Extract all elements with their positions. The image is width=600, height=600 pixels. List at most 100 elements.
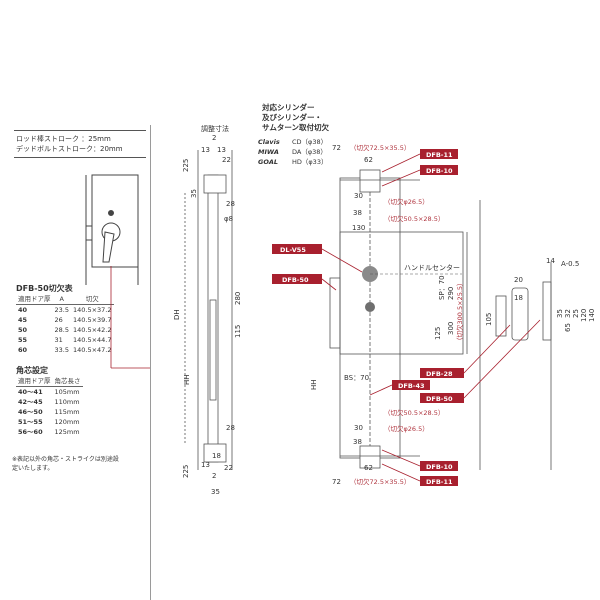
callout-label: DFB-10 [426,167,453,175]
callout-tag [420,393,464,403]
handle-lever [102,231,115,263]
rod-stroke-label: ロッド棒ストローク [16,135,79,143]
callout-tag [420,476,458,486]
cutout-note: （切欠300.5×25.5） [455,279,464,344]
dim-label: 140 [588,309,596,322]
dim-label: SP：70 [438,275,446,300]
strike-box [495,295,507,337]
callout-tag [420,165,458,175]
dim-label: 290 [447,287,455,300]
dim-label: 62 [364,464,373,472]
side-view [184,150,233,470]
side-bottom-bolt [203,443,227,463]
dim-label: 105 [485,313,493,326]
dim-label: 35 [211,488,220,496]
dim-label: 62 [364,156,373,164]
cutout-note: （切欠72.5×35.5） [350,143,410,152]
dim-label: 22 [224,464,233,472]
brand-name: MIWA [258,148,279,156]
dfb50-header-a: A [52,294,71,305]
latch-bolt [85,225,93,241]
deadbolt-stroke-label: デッドボルトストローク [16,145,93,153]
dim-label: 35 [556,309,564,318]
dim-label: φ8 [224,215,233,223]
dim-label: 28 [226,200,235,208]
dim-label: 280 [234,292,242,305]
handle-plate [91,174,139,268]
callout-label: DFB-11 [426,478,453,486]
dim-label: 115 [234,325,242,338]
callout-label: DFB-28 [426,370,453,378]
callout-label: DL-V55 [280,246,306,254]
dim-label: 300 [447,322,455,335]
dim-label: 2 [212,472,216,480]
dim-label: 13 [217,146,226,154]
dim-label: 18 [212,452,221,460]
dim-label: 14 [546,257,555,265]
brand-name: Clavis [258,138,280,146]
footnote: ※表記以外の角芯・ストライクは別途設定いたします。 [12,456,119,472]
cylinder-title-line: 対応シリンダー [262,103,315,112]
adjust-label: 調整寸法 [201,124,229,133]
dim-label: 22 [222,156,231,164]
core-header-door: 適用ドア厚 [16,376,53,387]
callout-label: DFB-50 [426,395,453,403]
dim-label: BS：70 [344,374,369,382]
dim-label: 38 [353,209,362,217]
cutout-note: （切欠φ26.5） [384,197,429,206]
cylinder-title-line: サムターン取付切欠 [262,123,329,132]
brand-name: GOAL [258,158,279,166]
deadbolt-stroke-value: ：20mm [93,145,123,153]
dim-label: 32 [564,309,572,318]
dim-label: 65 [564,323,572,332]
dim-label: 125 [434,327,442,340]
brand-row: MIWA DA（φ38） [258,148,327,157]
brand-model: DA（φ38） [292,148,327,156]
dim-label: 13 [201,461,210,469]
dim-label: 18 [514,294,523,302]
brand-row: Clavis CD（φ38） [258,138,327,147]
callout-tag [272,274,322,284]
dfb50-table-title: DFB-50切欠表 [16,284,73,293]
dfb50-header-cut: 切欠 [70,294,114,305]
cylinder-title: 対応シリンダー 及びシリンダー・ サムターン取付切欠 [262,103,329,133]
dim-label: 35 [190,189,198,198]
stroke-info-box: ロッド棒ストローク ：25mm デッドボルトストローク：20mm [14,130,146,158]
callout-tag [420,368,464,378]
cutout-note: （切欠50.5×28.5） [384,214,444,223]
side-lock-case [209,299,217,401]
dim-label: 30 [354,192,363,200]
callout-tag [420,461,458,471]
callout-label: DFB-10 [426,463,453,471]
callout-label: DFB-43 [398,382,425,390]
cylinder-title-line: 及びシリンダー・ [262,113,322,122]
cylinder-dot [108,210,114,216]
core-header-length: 角芯長さ [52,376,83,387]
dim-label: HH [183,374,191,385]
brand-model: CD（φ38） [292,138,328,146]
dim-label: 2 [212,134,216,142]
dim-label: 25 [572,309,580,318]
dim-label: 20 [514,276,523,284]
front-view [329,169,481,470]
front-plate [329,277,341,349]
core-table-title: 角芯設定 [16,366,48,375]
callouts: DFB-11 DFB-10 DL-V55 DFB-50 DFB-43 DFB-2… [272,149,464,486]
dim-label: A-0.5 [561,260,579,268]
dim-label: 120 [580,309,588,322]
dim-label: 225 [182,465,190,478]
dim-label: 72 [332,144,341,152]
leader-lines [110,153,541,482]
dim-label: 72 [332,478,341,486]
